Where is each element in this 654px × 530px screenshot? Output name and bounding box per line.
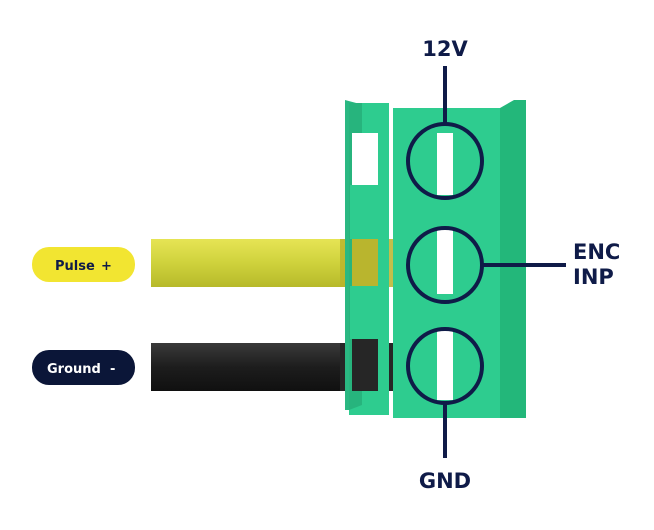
- label-gnd: GND: [419, 469, 471, 493]
- pulse-sign: +: [101, 259, 112, 274]
- label-inp: INP: [573, 265, 614, 289]
- pulse-pill: Pulse +: [32, 247, 135, 282]
- connector-left-body: [345, 100, 389, 415]
- top-slot: [352, 133, 378, 185]
- connector-right-body: [393, 100, 526, 418]
- pulse-slot: [352, 239, 378, 287]
- label-12v: 12V: [422, 37, 468, 61]
- ground-sign: -: [110, 362, 115, 377]
- pulse-label: Pulse: [55, 259, 95, 274]
- ground-label: Ground: [47, 362, 101, 377]
- label-enc: ENC: [573, 240, 620, 264]
- ground-slot: [352, 339, 378, 391]
- ground-pill: Ground -: [32, 350, 135, 385]
